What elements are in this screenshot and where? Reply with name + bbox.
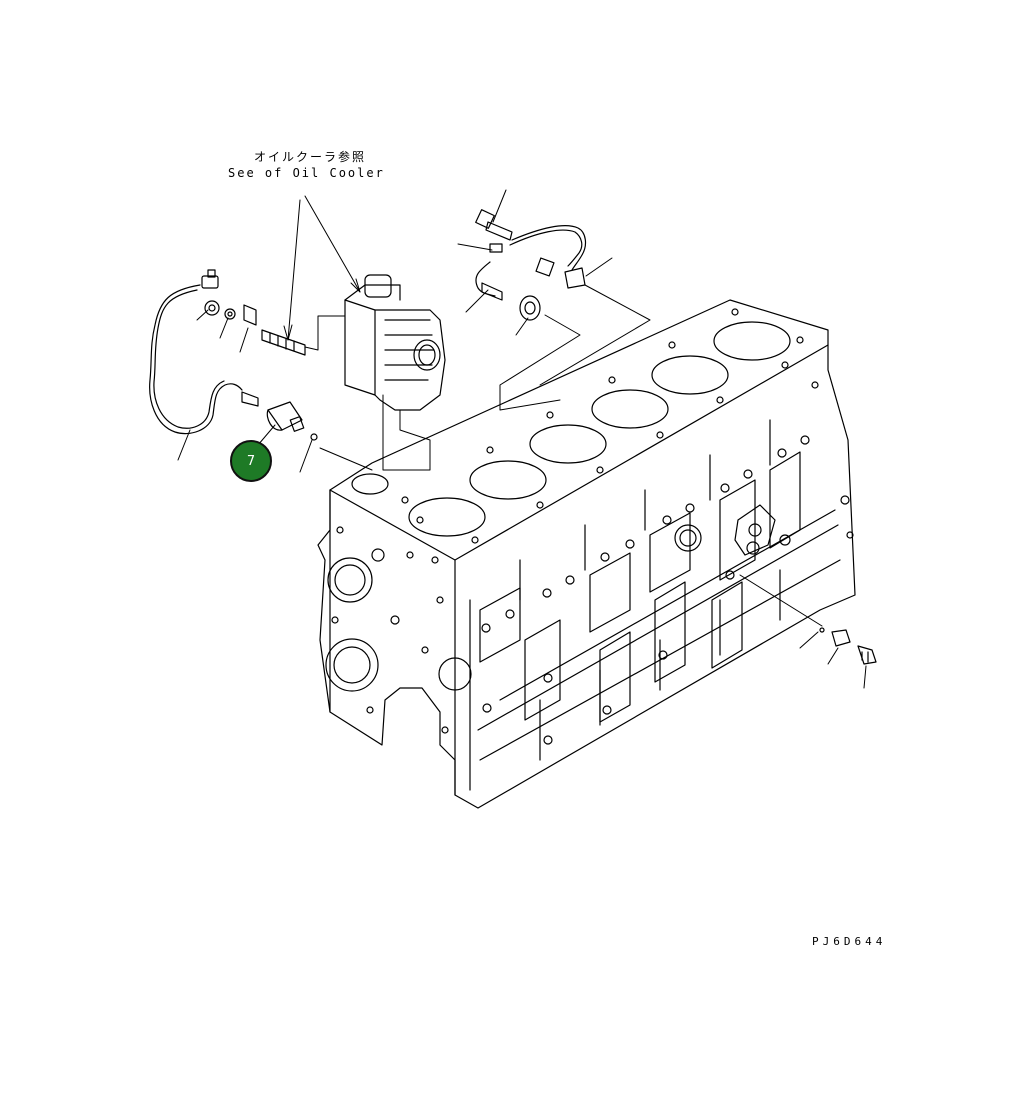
part-callout-7[interactable]: 7 <box>230 440 272 482</box>
drawing-code: PJ6D644 <box>812 935 887 948</box>
annotation-english: See of Oil Cooler <box>228 166 385 180</box>
leader-lines <box>178 190 866 688</box>
sensor-harness-left <box>150 270 317 440</box>
cylinder-block <box>318 300 855 808</box>
annotation-japanese: オイルクーラ参照 <box>254 150 367 164</box>
drain-fittings <box>820 628 876 664</box>
sensor-harness-top <box>476 210 586 320</box>
oil-cooler <box>345 275 445 410</box>
